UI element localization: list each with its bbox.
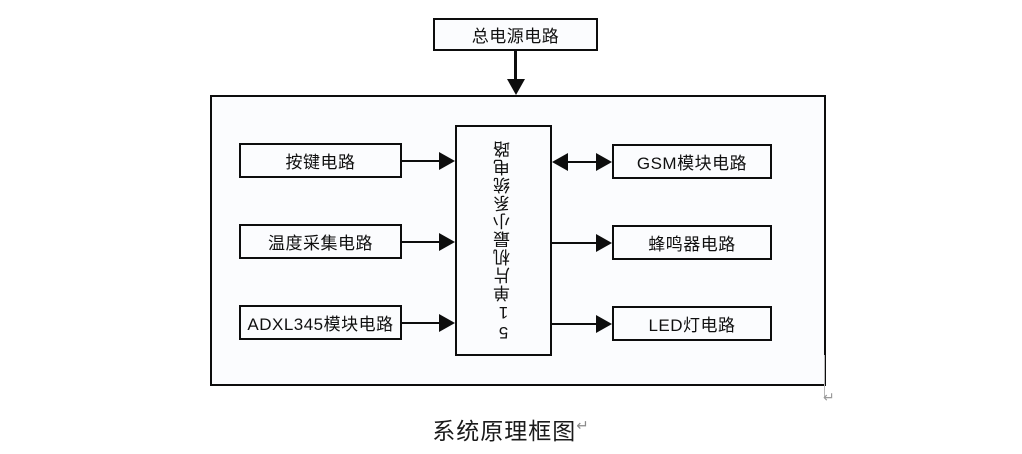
arrowhead-gsm-to-mcu-icon xyxy=(552,152,568,171)
caption-paragraph-mark: ↵ xyxy=(576,417,590,435)
block-led-light-circuit[interactable]: LED灯电路 xyxy=(612,306,772,341)
connector-mcu-to-led xyxy=(552,322,597,325)
block-label: 总电源电路 xyxy=(471,27,560,46)
block-label: 按键电路 xyxy=(285,153,356,172)
block-label: GSM模块电路 xyxy=(636,154,748,173)
connector-mcu-to-buzzer xyxy=(552,241,597,244)
block-key-circuit[interactable]: 按键电路 xyxy=(239,143,402,178)
block-label: ADXL345模块电路 xyxy=(247,315,394,334)
arrowhead-temperature-to-mcu-icon xyxy=(439,232,455,251)
block-gsm-module-circuit[interactable]: GSM模块电路 xyxy=(612,144,772,179)
connector-mcu-to-gsm xyxy=(568,160,597,163)
connector-power-to-system xyxy=(514,51,517,79)
block-temperature-acquisition-circuit[interactable]: 温度采集电路 xyxy=(239,224,402,259)
block-label: LED灯电路 xyxy=(648,316,736,335)
text-cursor-rule xyxy=(824,355,825,397)
block-main-power-circuit[interactable]: 总电源电路 xyxy=(433,18,598,51)
block-label: 51单片机最小系统电路 xyxy=(494,139,513,342)
arrowhead-mcu-to-led-icon xyxy=(596,314,612,333)
block-buzzer-circuit[interactable]: 蜂鸣器电路 xyxy=(612,225,772,260)
connector-key-to-mcu xyxy=(402,159,440,162)
arrowhead-power-to-system-icon xyxy=(506,79,525,95)
connector-temperature-to-mcu xyxy=(402,240,440,243)
figure-caption-text: 系统原理框图 xyxy=(432,419,577,445)
arrowhead-key-to-mcu-icon xyxy=(439,151,455,170)
block-label: 温度采集电路 xyxy=(268,234,373,253)
paragraph-mark: ↵ xyxy=(823,389,835,405)
block-adxl345-module-circuit[interactable]: ADXL345模块电路 xyxy=(239,305,402,340)
arrowhead-mcu-to-gsm-icon xyxy=(596,152,612,171)
arrowhead-mcu-to-buzzer-icon xyxy=(596,233,612,252)
block-label: 蜂鸣器电路 xyxy=(648,235,736,254)
connector-adxl345-to-mcu xyxy=(402,321,440,324)
figure-caption: 系统原理框图↵ xyxy=(0,412,1022,446)
block-mcu-minimum-system-circuit[interactable]: 51单片机最小系统电路 xyxy=(455,125,552,356)
arrowhead-adxl345-to-mcu-icon xyxy=(439,313,455,332)
